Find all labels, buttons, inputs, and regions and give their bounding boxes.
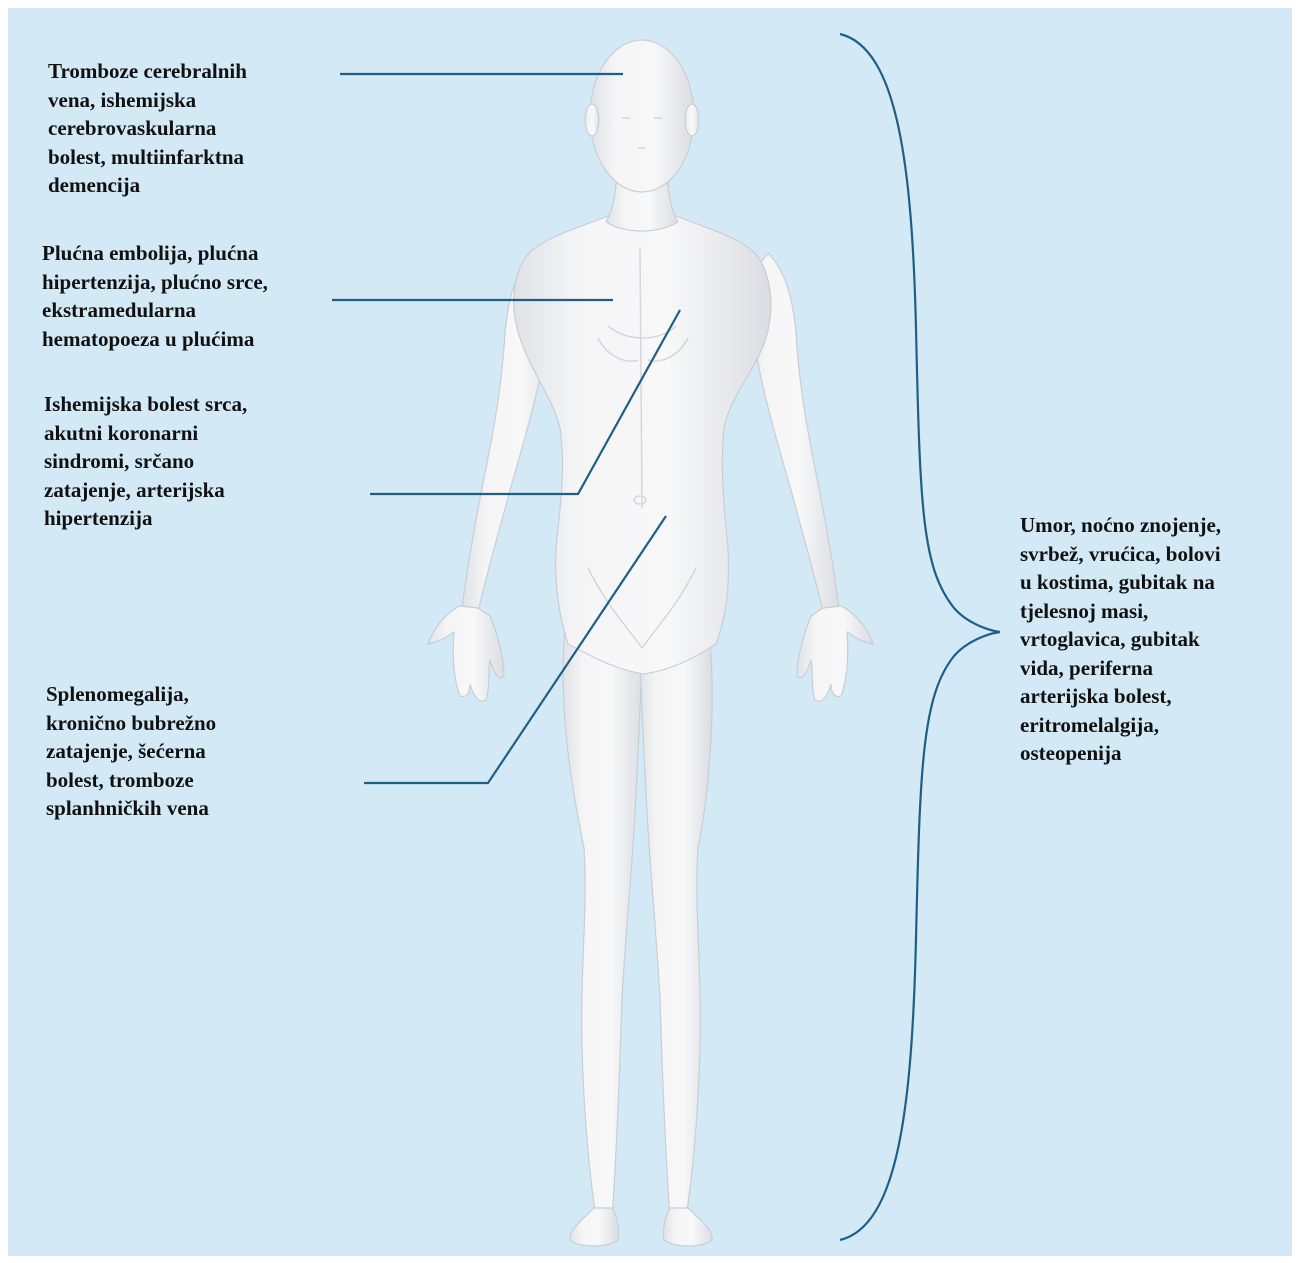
label-line: kronično bubrežno xyxy=(46,709,216,738)
torso xyxy=(514,216,771,674)
label-line: demencija xyxy=(48,171,247,200)
label-line: vida, periferna xyxy=(1020,654,1221,683)
label-line: svrbež, vrućica, bolovi xyxy=(1020,540,1221,569)
left-hand xyxy=(428,606,504,701)
label-line: vena, ishemijska xyxy=(48,86,247,115)
right-leg xyxy=(639,618,712,1222)
diagram-figure: Tromboze cerebralnih vena, ishemijska ce… xyxy=(8,8,1292,1256)
label-line: cerebrovaskularna xyxy=(48,114,247,143)
label-line: Tromboze cerebralnih xyxy=(48,57,247,86)
label-line: u kostima, gubitak na xyxy=(1020,568,1221,597)
human-body-figure xyxy=(428,40,873,1246)
label-line: hematopoeza u plućima xyxy=(42,325,268,354)
label-line: Ishemijska bolest srca, xyxy=(44,390,247,419)
label-line: splanhničkih vena xyxy=(46,794,216,823)
abdominal-conditions-label: Splenomegalija, kronično bubrežno zataje… xyxy=(46,680,216,823)
label-line: arterijska bolest, xyxy=(1020,682,1221,711)
right-hand xyxy=(797,606,873,701)
label-line: zatajenje, arterijska xyxy=(44,476,247,505)
label-line: Splenomegalija, xyxy=(46,680,216,709)
label-line: osteopenija xyxy=(1020,739,1221,768)
left-leg xyxy=(563,618,643,1222)
left-ear xyxy=(585,104,599,136)
label-line: tjelesnoj masi, xyxy=(1020,597,1221,626)
heart-conditions-label: Ishemijska bolest srca, akutni koronarni… xyxy=(44,390,247,533)
left-foot xyxy=(570,1208,619,1246)
label-line: zatajenje, šećerna xyxy=(46,737,216,766)
label-line: hipertenzija xyxy=(44,504,247,533)
label-line: Umor, noćno znojenje, xyxy=(1020,511,1221,540)
label-line: sindromi, srčano xyxy=(44,447,247,476)
systemic-symptoms-label: Umor, noćno znojenje, svrbež, vrućica, b… xyxy=(1020,511,1221,768)
right-ear xyxy=(685,104,699,136)
brain-conditions-label: Tromboze cerebralnih vena, ishemijska ce… xyxy=(48,57,247,200)
label-line: akutni koronarni xyxy=(44,419,247,448)
label-line: eritromelalgija, xyxy=(1020,711,1221,740)
label-line: ekstramedularna xyxy=(42,296,268,325)
label-line: hipertenzija, plućno srce, xyxy=(42,268,268,297)
lung-conditions-label: Plućna embolija, plućna hipertenzija, pl… xyxy=(42,239,268,353)
label-line: bolest, tromboze xyxy=(46,766,216,795)
head xyxy=(590,40,694,192)
label-line: Plućna embolija, plućna xyxy=(42,239,268,268)
label-line: bolest, multiinfarktna xyxy=(48,143,247,172)
right-foot xyxy=(663,1208,712,1246)
label-line: vrtoglavica, gubitak xyxy=(1020,625,1221,654)
